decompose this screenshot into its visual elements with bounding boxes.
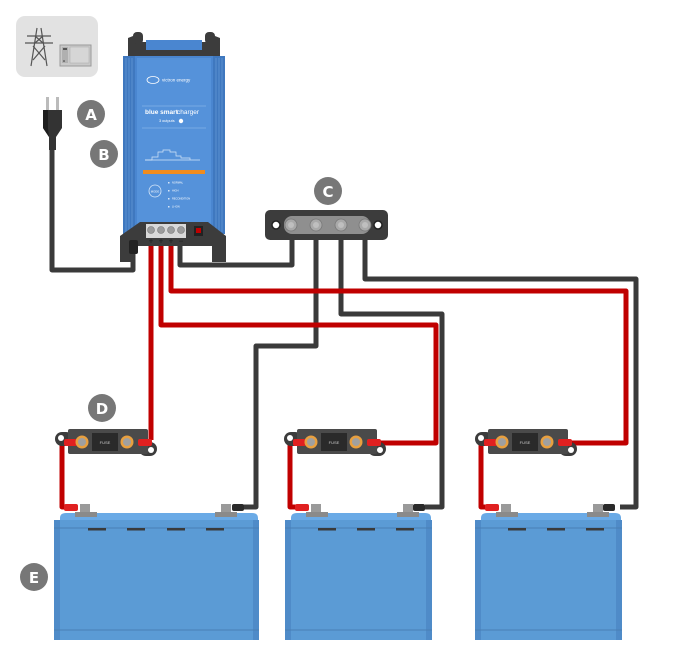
bluetooth-icon bbox=[178, 118, 184, 124]
negative-wire-battery-1 bbox=[240, 240, 319, 510]
fuse-label: FUSE bbox=[329, 440, 340, 445]
blue-smart-charger: victron energy blue smart charger 3 outp… bbox=[120, 32, 226, 262]
fuse-holder-3: FUSE bbox=[475, 429, 577, 456]
negative-terminal bbox=[215, 504, 244, 517]
brand-name: victron energy bbox=[162, 78, 191, 83]
mode-button[interactable] bbox=[148, 184, 162, 198]
label-badge-d: D bbox=[88, 394, 116, 422]
battery-2 bbox=[285, 504, 432, 640]
negative-busbar bbox=[265, 210, 388, 240]
outputs-label: 3 outputs bbox=[159, 119, 175, 123]
ac-plug-icon bbox=[43, 97, 62, 150]
mode-button-label: MODE bbox=[151, 189, 160, 193]
battery-3 bbox=[475, 504, 622, 640]
terminal-sign: + bbox=[158, 238, 163, 245]
terminal-sign: − bbox=[178, 238, 183, 245]
negative-wire-battery-3 bbox=[362, 240, 639, 510]
led-label: NORMAL bbox=[172, 181, 184, 185]
fuse-label: FUSE bbox=[520, 440, 531, 445]
terminal-screws bbox=[147, 226, 185, 234]
victron-logo-icon bbox=[146, 76, 160, 84]
battery-1 bbox=[54, 504, 259, 640]
label-badge-e: E bbox=[20, 563, 48, 591]
power-pylon-icon bbox=[25, 27, 53, 67]
terminal-sign: + bbox=[168, 238, 173, 245]
model-name-bold: blue smart bbox=[145, 109, 179, 116]
positive-terminal bbox=[64, 504, 97, 517]
status-led-list: NORMAL HIGH RECONDITION LI-ION bbox=[168, 181, 190, 209]
generator-icon bbox=[59, 44, 92, 67]
label-a-text: A bbox=[85, 106, 97, 124]
ac-source bbox=[16, 16, 98, 77]
fuse-holder-2: FUSE bbox=[284, 429, 386, 456]
led-label: HIGH bbox=[172, 189, 179, 193]
led-label: LI-ION bbox=[172, 205, 180, 209]
positive-terminal bbox=[485, 504, 518, 517]
negative-terminal bbox=[397, 504, 425, 517]
label-b-text: B bbox=[98, 146, 109, 164]
label-badge-a: A bbox=[77, 100, 105, 128]
label-badge-c: C bbox=[314, 177, 342, 205]
label-d-text: D bbox=[96, 400, 108, 418]
label-badge-b: B bbox=[90, 140, 118, 168]
fuse-holder-1: FUSE bbox=[55, 429, 157, 456]
model-name-light: charger bbox=[177, 109, 200, 116]
fuse-label: FUSE bbox=[100, 440, 111, 445]
led-label: RECONDITION bbox=[172, 197, 190, 201]
label-c-text: C bbox=[322, 183, 333, 201]
negative-terminal bbox=[587, 504, 615, 517]
terminal-sign: + bbox=[148, 238, 153, 245]
positive-terminal bbox=[295, 504, 328, 517]
charge-curve-graphic bbox=[145, 149, 200, 161]
label-e-text: E bbox=[29, 569, 39, 587]
positive-wire-output-3 bbox=[168, 246, 629, 446]
positive-wire-output-2 bbox=[158, 246, 439, 446]
negative-wire-charger-busbar bbox=[177, 240, 295, 268]
orange-stripe bbox=[143, 170, 205, 174]
terminal-block bbox=[146, 224, 186, 238]
